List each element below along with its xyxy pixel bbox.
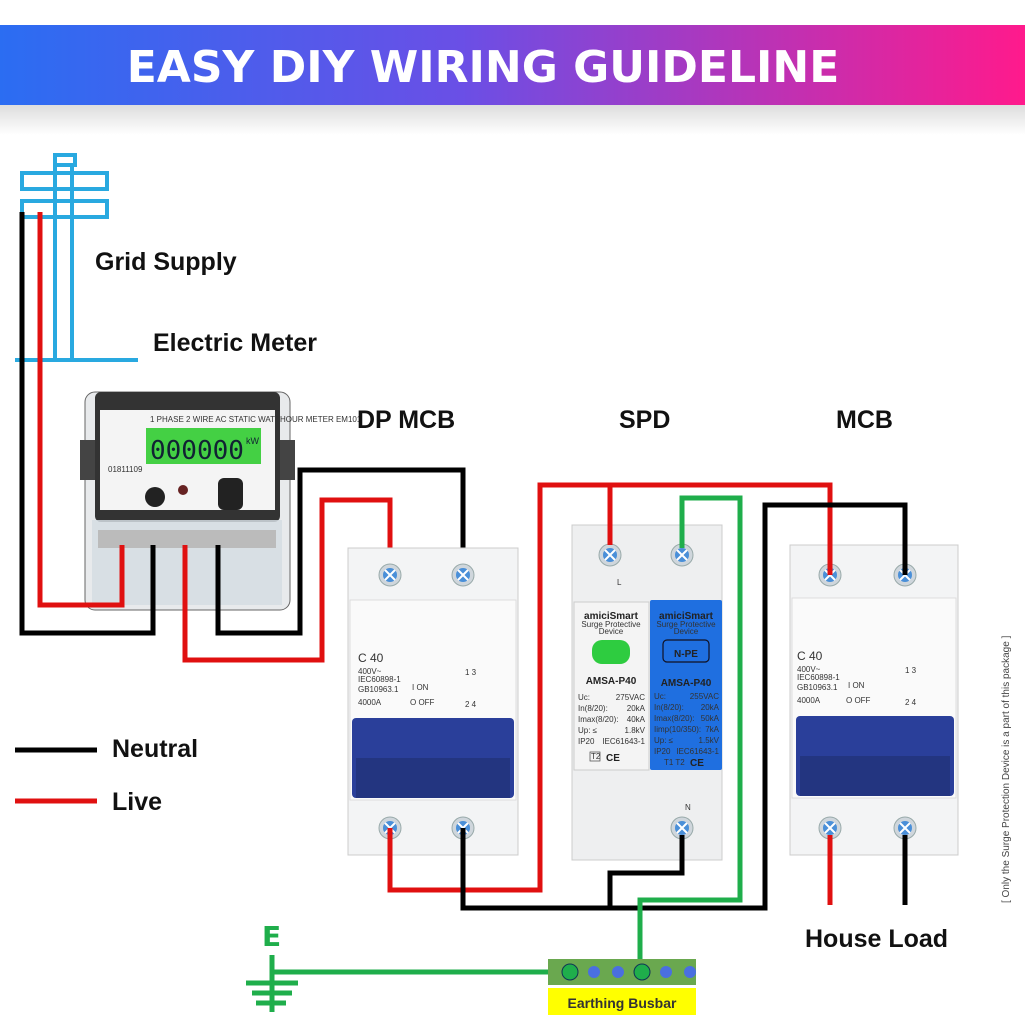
spd-right-brand: amiciSmart xyxy=(659,611,714,622)
dp-mcb: C 40 400V~ IEC60898-1 GB10963.1 4000A I … xyxy=(347,547,519,856)
package-note: [ Only the Surge Protection Device is a … xyxy=(1001,635,1012,903)
dp-mcb-poles-top: 1 3 xyxy=(465,668,477,677)
earth-label: E xyxy=(262,920,281,953)
spd-right-spec-value: 255VAC xyxy=(690,692,719,701)
dp-mcb-std2: GB10963.1 xyxy=(358,685,399,694)
neutral-wire-meter-mcb xyxy=(215,467,466,636)
dp-mcb-capacity: 4000A xyxy=(358,698,382,707)
spd-left-spec-label: Imax(8/20): xyxy=(578,715,618,724)
house-load-label: House Load xyxy=(805,925,948,953)
spd-left-brand: amiciSmart xyxy=(584,611,639,622)
mcb-poles-top: 1 3 xyxy=(905,666,917,675)
meter-reading: 000000 xyxy=(150,436,244,466)
live-wire-meter-mcb xyxy=(182,497,393,663)
dp-mcb-off: O OFF xyxy=(410,698,435,707)
grid-supply-label: Grid Supply xyxy=(95,248,237,276)
spd-right-model: AMSA-P40 xyxy=(661,678,712,689)
spd-left-spec-label: Up: ≤ xyxy=(578,726,598,735)
mcb-std2: GB10963.1 xyxy=(797,683,838,692)
spd-left-model: AMSA-P40 xyxy=(586,676,637,687)
spd-left-spec-label: In(8/20): xyxy=(578,704,608,713)
neutral-wire-to-spd xyxy=(607,835,685,908)
spd-left-subtitle1: Surge Protective xyxy=(581,620,641,629)
spd-left-spec-value: 20kA xyxy=(627,704,646,713)
spd-right-spec-value: 1.5kV xyxy=(699,736,720,745)
banner-shadow xyxy=(0,105,1025,135)
meter-unit: kW xyxy=(246,436,260,446)
neutral-wire-to-mcb xyxy=(460,502,908,911)
spd-left-spec-value: 275VAC xyxy=(616,693,645,702)
spd-right-spec-value: 50kA xyxy=(701,714,720,723)
spd-right-spec-value: 7kA xyxy=(705,725,719,734)
grid-pole-icon xyxy=(15,153,138,362)
spd-left-spec-label: IP20 xyxy=(578,737,595,746)
spd-left-spec-value: IEC61643-1 xyxy=(602,737,645,746)
spd-right-spec-label: In(8/20): xyxy=(654,703,684,712)
neutral-wire-grid xyxy=(19,212,156,636)
dp-mcb-poles-bottom: 2 4 xyxy=(465,700,477,709)
live-wire-grid xyxy=(37,212,125,608)
mcb-std1: IEC60898-1 xyxy=(797,673,840,682)
dp-mcb-voltage: 400V~ xyxy=(358,667,382,676)
legend-neutral-label: Neutral xyxy=(112,735,198,763)
meter-display xyxy=(146,428,261,464)
spd-right-ce: CE xyxy=(690,758,704,769)
spd-right-subtitle2: Device xyxy=(674,627,699,636)
dp-mcb-std1: IEC60898-1 xyxy=(358,675,401,684)
spd-label: SPD xyxy=(619,406,670,434)
banner xyxy=(0,25,1025,105)
mcb-rating: C 40 xyxy=(797,649,823,663)
mcb-poles-bottom: 2 4 xyxy=(905,698,917,707)
earth-wire-spd xyxy=(637,495,743,972)
page-title: EASY DIY WIRING GUIDELINE xyxy=(127,42,840,93)
spd-right-subtitle1: Surge Protective xyxy=(656,620,716,629)
spd-right-spec-label: Uc: xyxy=(654,692,666,701)
earthing-busbar: Earthing Busbar xyxy=(548,959,696,1015)
spd-status-window xyxy=(592,640,630,664)
meter-header: 1 PHASE 2 WIRE AC STATIC WATTHOUR METER … xyxy=(150,415,362,424)
mcb-on: I ON xyxy=(848,681,865,690)
mcb-off: O OFF xyxy=(846,696,871,705)
spd-left-ce: CE xyxy=(606,753,620,764)
spd-right-spec-value: IEC61643-1 xyxy=(676,747,719,756)
spd-left-class: T2 xyxy=(591,752,601,761)
legend: Neutral Live xyxy=(15,735,198,816)
spd-left-spec-label: Uc: xyxy=(578,693,590,702)
spd-right-spec-label: Up: ≤ xyxy=(654,736,674,745)
earthing-busbar-label: Earthing Busbar xyxy=(568,995,677,1011)
dp-mcb-rating: C 40 xyxy=(358,651,384,665)
spd-left-subtitle2: Device xyxy=(599,627,624,636)
spd-right-spec-value: 20kA xyxy=(701,703,720,712)
spd-left-spec-value: 1.8kV xyxy=(625,726,646,735)
earth-ground-icon xyxy=(246,955,298,1012)
spd-right-spec-label: IP20 xyxy=(654,747,671,756)
spd-terminal-n: N xyxy=(685,803,691,812)
legend-live-label: Live xyxy=(112,788,162,816)
dp-mcb-on: I ON xyxy=(412,683,429,692)
spd-right-spec-label: Imax(8/20): xyxy=(654,714,694,723)
spd-right-class: T1 T2 xyxy=(664,758,685,767)
dp-mcb-label: DP MCB xyxy=(357,406,455,434)
spd-terminal-l: L xyxy=(617,578,622,587)
electric-meter-label: Electric Meter xyxy=(153,329,317,357)
mcb: C 40 400V~ IEC60898-1 GB10963.1 4000A I … xyxy=(789,544,959,856)
mcb-voltage: 400V~ xyxy=(797,665,821,674)
spd-npe-badge: N-PE xyxy=(674,649,698,660)
spd-right-spec-label: Iimp(10/350): xyxy=(654,725,701,734)
mcb-capacity: 4000A xyxy=(797,696,821,705)
mcb-label: MCB xyxy=(836,406,893,434)
live-wire-to-mcb xyxy=(387,482,833,893)
spd-left-spec-value: 40kA xyxy=(627,715,646,724)
surge-protective-device: L N amiciSmart Surge Protective Device A… xyxy=(571,524,723,861)
meter-serial: 01811109 xyxy=(108,465,143,474)
